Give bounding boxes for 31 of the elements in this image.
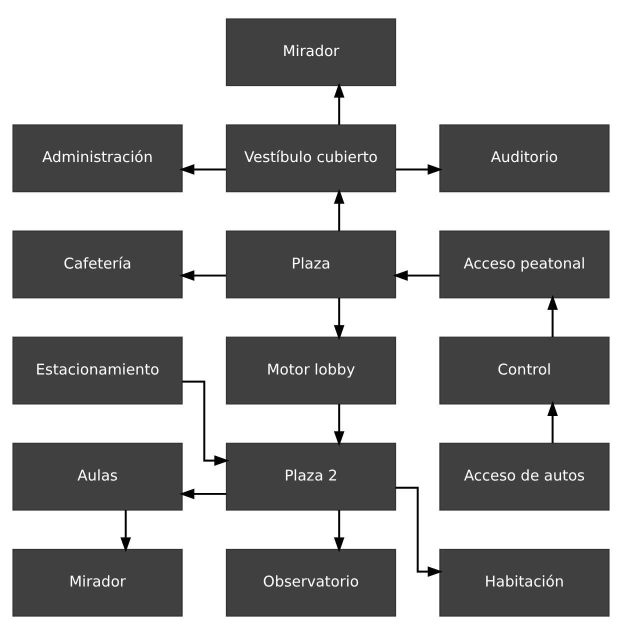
arrow — [120, 510, 131, 552]
node-box: Habitación — [439, 548, 610, 617]
node-box: Vestíbulo cubierto — [226, 124, 396, 192]
node-box: Estacionamiento — [12, 336, 183, 404]
arrow — [334, 82, 344, 125]
node-box: Aulas — [12, 442, 183, 511]
node-box: Mirador — [226, 18, 396, 86]
arrow — [547, 294, 558, 337]
node-box: Observatorio — [226, 548, 396, 617]
arrow — [182, 380, 230, 466]
arrow — [334, 404, 344, 446]
node-box: Motor lobby — [226, 336, 396, 404]
arrow — [396, 486, 443, 577]
arrow — [392, 270, 440, 281]
arrow — [179, 270, 226, 281]
arrow — [334, 188, 344, 231]
arrow — [334, 510, 344, 552]
arrow — [547, 400, 558, 444]
arrow — [179, 488, 226, 500]
node-box: Control — [439, 336, 610, 404]
node-box: Plaza 2 — [226, 442, 396, 511]
arrow — [396, 164, 443, 175]
node-box: Cafetería — [12, 230, 183, 298]
arrow — [179, 164, 226, 175]
arrow — [334, 298, 344, 340]
node-box: Acceso peatonal — [439, 230, 610, 298]
node-box: Mirador — [12, 548, 183, 617]
node-box: Acceso de autos — [439, 442, 610, 511]
node-box: Auditorio — [439, 124, 610, 192]
node-box: Plaza — [226, 230, 396, 298]
node-box: Administración — [12, 124, 183, 192]
